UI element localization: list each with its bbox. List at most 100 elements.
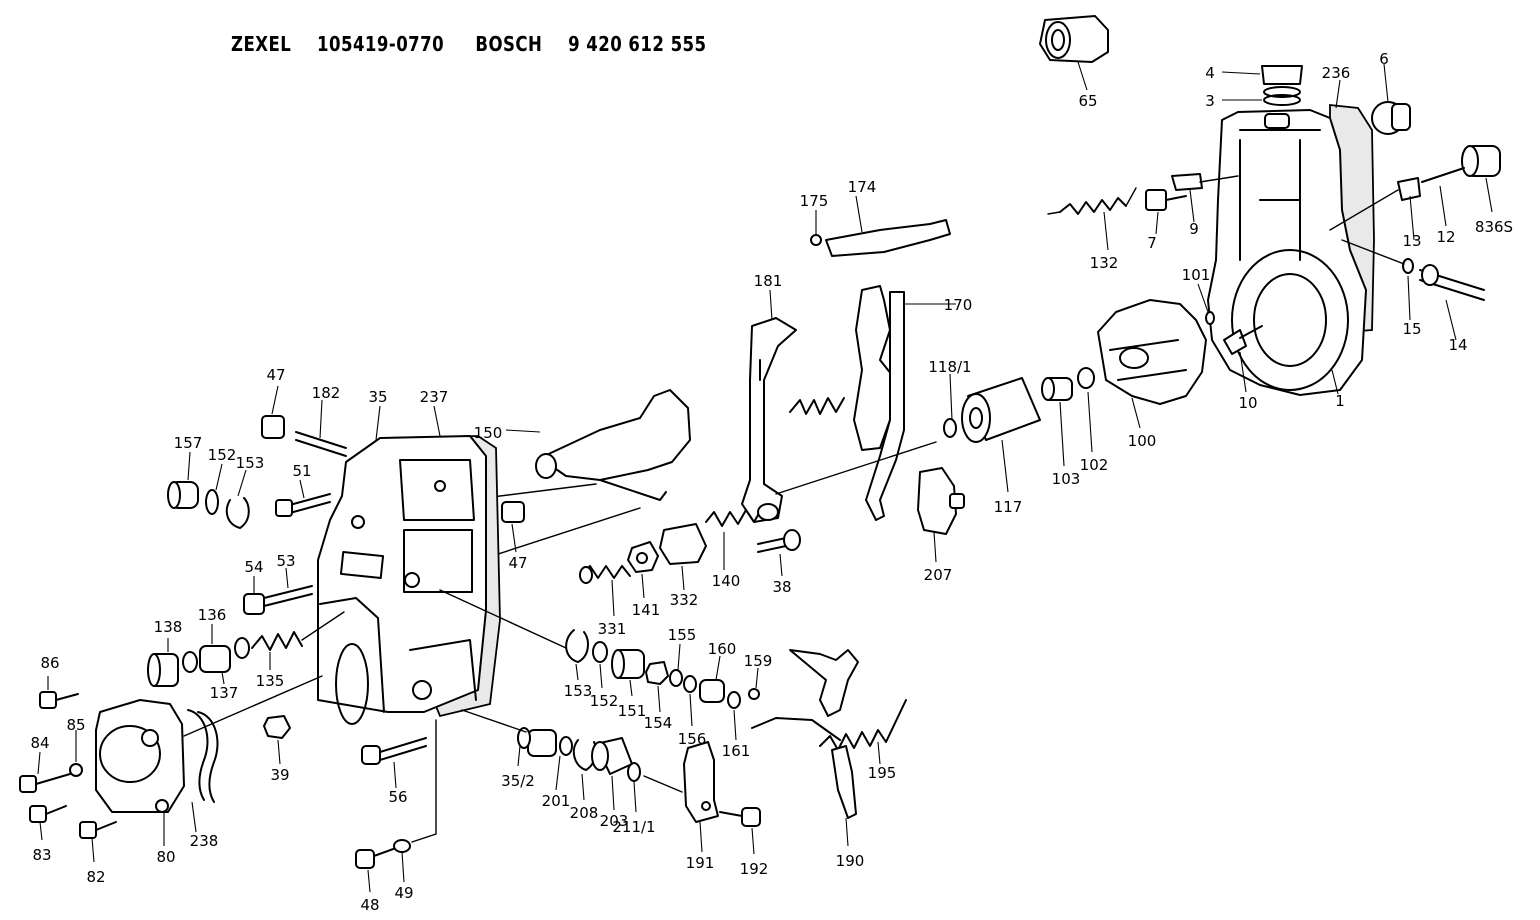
part-140-spring xyxy=(705,503,779,570)
part-1-governor-housing xyxy=(1207,63,1411,396)
callout-label: 836S xyxy=(1475,218,1513,236)
callout-label: 65 xyxy=(1078,92,1097,110)
callout-label: 236 xyxy=(1322,64,1351,82)
callout-label: 84 xyxy=(30,734,49,752)
part-174-lever xyxy=(810,195,951,257)
callout-label: 4 xyxy=(1205,64,1215,82)
part-160-bushing xyxy=(699,655,725,703)
callout-label: 80 xyxy=(156,848,175,866)
callout-label: 13 xyxy=(1402,232,1421,250)
callout-label: 6 xyxy=(1379,50,1389,68)
part-47-screw xyxy=(501,501,525,553)
callout-label: 7 xyxy=(1147,234,1157,252)
part-211-1-washer xyxy=(627,762,683,813)
callout-label: 35/2 xyxy=(501,772,535,790)
part-201-o-ring xyxy=(555,736,573,791)
callout-label: 161 xyxy=(722,742,751,760)
callout-label: 9 xyxy=(1189,220,1199,238)
callout-label: 53 xyxy=(276,552,295,570)
callout-label: 151 xyxy=(618,702,647,720)
callout-label: 150 xyxy=(474,424,503,442)
part-203-sleeve xyxy=(591,737,633,811)
callout-label: 237 xyxy=(420,388,449,406)
part-190-lever xyxy=(831,745,857,847)
callout-label: 182 xyxy=(312,384,341,402)
part-53-screw xyxy=(243,567,313,615)
callout-label: 118/1 xyxy=(928,358,971,376)
callout-label: 157 xyxy=(174,434,203,452)
callout-label: 132 xyxy=(1090,254,1119,272)
callout-label: 203 xyxy=(600,812,629,830)
callout-label: 331 xyxy=(598,620,627,638)
part-150-control-lever-shaft xyxy=(419,389,691,507)
callout-label: 170 xyxy=(944,296,973,314)
callout-label: 152 xyxy=(208,446,237,464)
header-part-number-bosch: 9 420 612 555 xyxy=(568,32,707,56)
callout-label: 137 xyxy=(210,684,239,702)
callout-label: 141 xyxy=(632,601,661,619)
part-48-bolt xyxy=(355,719,437,893)
callout-label: 117 xyxy=(994,498,1023,516)
callout-label: 152 xyxy=(590,692,619,710)
callout-label: 39 xyxy=(270,766,289,784)
part-836s-cap-and-bolt xyxy=(1329,145,1501,241)
callout-label: 153 xyxy=(236,454,265,472)
callout-label: 135 xyxy=(256,672,285,690)
callout-label: 100 xyxy=(1128,432,1157,450)
callout-label: 136 xyxy=(198,606,227,624)
part-332-nut xyxy=(659,523,707,591)
part-84-bolt xyxy=(19,730,83,793)
callout-label: 190 xyxy=(836,852,865,870)
callout-label: 181 xyxy=(754,272,783,290)
part-170-governor-lever xyxy=(775,285,956,521)
callout-label: 3 xyxy=(1205,92,1215,110)
callout-label: 38 xyxy=(772,578,791,596)
callout-label: 15 xyxy=(1402,320,1421,338)
callout-label: 192 xyxy=(740,860,769,878)
callout-label: 208 xyxy=(570,804,599,822)
callout-label: 103 xyxy=(1052,470,1081,488)
callout-label: 82 xyxy=(86,868,105,886)
callout-label: 154 xyxy=(644,714,673,732)
part-207-bracket xyxy=(917,467,965,563)
part-153-circlip xyxy=(439,589,589,681)
part-86-bolt xyxy=(39,676,79,709)
callout-label: 140 xyxy=(712,572,741,590)
callout-label: 211/1 xyxy=(612,818,655,836)
part-151-bushing xyxy=(611,649,645,697)
part-65-nut xyxy=(1039,15,1109,91)
callout-label: 35 xyxy=(368,388,387,406)
callout-label: 191 xyxy=(686,854,715,872)
callout-label: 155 xyxy=(668,626,697,644)
callout-label: 153 xyxy=(564,682,593,700)
part-138-cap xyxy=(147,611,345,687)
callout-label: 49 xyxy=(394,884,413,902)
callout-label: 83 xyxy=(32,846,51,864)
part-117-sleeve xyxy=(943,373,1041,493)
part-10-screw xyxy=(1197,283,1339,395)
part-161-washer xyxy=(727,691,741,741)
part-35-2-plug xyxy=(461,709,557,767)
part-51-screw xyxy=(275,479,331,517)
header-brand-zexel: ZEXEL xyxy=(231,32,292,56)
callout-label: 238 xyxy=(190,832,219,850)
callout-label: 56 xyxy=(388,788,407,806)
callout-label: 10 xyxy=(1238,394,1257,412)
part-35-governor-cover xyxy=(317,405,501,725)
callout-label: 207 xyxy=(924,566,953,584)
part-141-nut xyxy=(627,541,659,599)
callout-label: 51 xyxy=(292,462,311,480)
part-154-nut xyxy=(645,661,669,713)
part-195-adjusting-screw xyxy=(751,649,907,765)
callout-label: 86 xyxy=(40,654,59,672)
part-192-screw xyxy=(719,807,761,855)
part-191-bracket xyxy=(683,741,719,853)
callout-label: 85 xyxy=(66,716,85,734)
part-155-washer xyxy=(669,643,683,687)
part-56-screw xyxy=(361,737,427,789)
callout-label: 54 xyxy=(244,558,263,576)
part-14-shaft xyxy=(1341,239,1485,341)
